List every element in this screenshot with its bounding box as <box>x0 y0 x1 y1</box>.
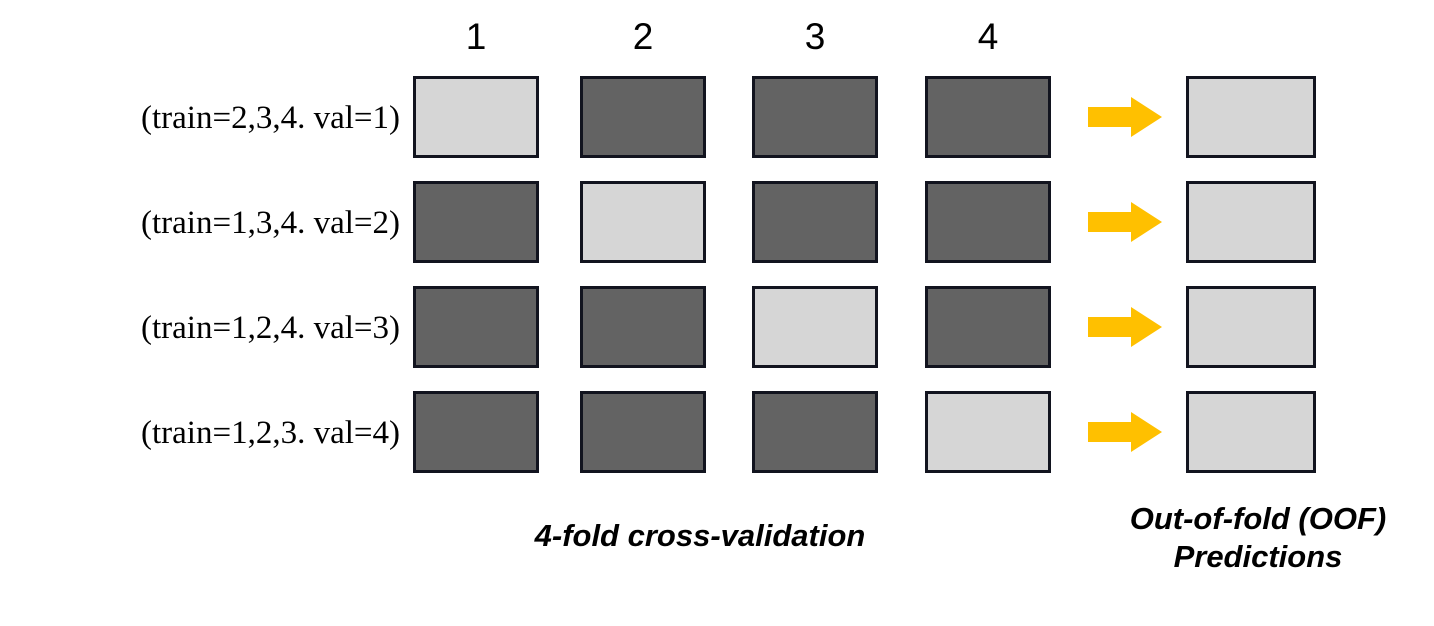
oof-caption: Out-of-fold (OOF) Predictions <box>1118 500 1398 576</box>
fold-cell-r2c4 <box>925 181 1051 263</box>
fold-cell-r1c2 <box>580 76 706 158</box>
column-header-3: 3 <box>804 16 826 57</box>
right-block-arrow-icon-row-2 <box>1086 201 1164 243</box>
oof-prediction-box-3 <box>1186 286 1316 368</box>
fold-cell-r4c1 <box>413 391 539 473</box>
right-block-arrow-icon-row-3 <box>1086 306 1164 348</box>
oof-caption-line-2: Predictions <box>1173 538 1343 574</box>
right-block-arrow-icon-row-4 <box>1086 411 1164 453</box>
fold-cell-r1c1 <box>413 76 539 158</box>
fold-cell-r1c4 <box>925 76 1051 158</box>
column-header-2: 2 <box>632 16 654 57</box>
right-block-arrow-icon-row-1 <box>1086 96 1164 138</box>
fold-cell-r2c1 <box>413 181 539 263</box>
column-header-1: 1 <box>465 16 487 57</box>
row-label-fold-3: (train=1,2,4. val=3) <box>141 310 400 346</box>
column-header-4: 4 <box>977 16 999 57</box>
oof-prediction-box-2 <box>1186 181 1316 263</box>
fold-cell-r2c3 <box>752 181 878 263</box>
oof-caption-line-1: Out-of-fold (OOF) <box>1129 501 1387 536</box>
fold-cell-r3c3 <box>752 286 878 368</box>
oof-prediction-box-1 <box>1186 76 1316 158</box>
fold-cell-r3c4 <box>925 286 1051 368</box>
oof-prediction-box-4 <box>1186 391 1316 473</box>
row-label-fold-2: (train=1,3,4. val=2) <box>141 205 400 241</box>
fold-cell-r3c2 <box>580 286 706 368</box>
fold-cell-r1c3 <box>752 76 878 158</box>
fold-cell-r3c1 <box>413 286 539 368</box>
fold-cell-r4c3 <box>752 391 878 473</box>
fold-cell-r4c4 <box>925 391 1051 473</box>
cross-validation-caption: 4-fold cross-validation <box>534 518 866 553</box>
fold-cell-r2c2 <box>580 181 706 263</box>
row-label-fold-1: (train=2,3,4. val=1) <box>141 100 400 136</box>
row-label-fold-4: (train=1,2,3. val=4) <box>141 415 400 451</box>
fold-cell-r4c2 <box>580 391 706 473</box>
